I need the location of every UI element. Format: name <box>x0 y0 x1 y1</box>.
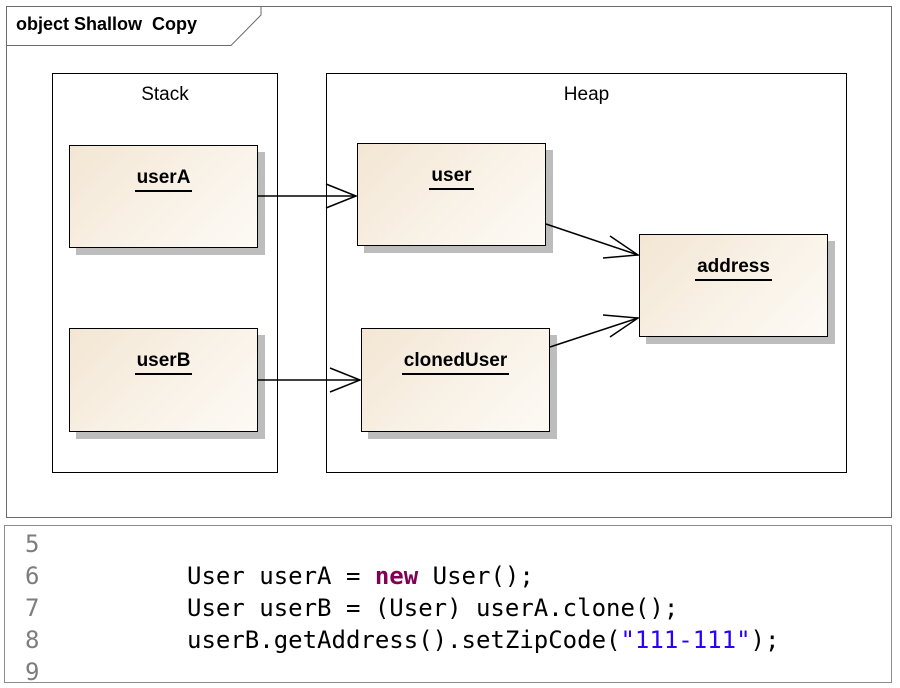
object-user[interactable]: user <box>357 143 546 246</box>
code-string: "111-111" <box>620 626 751 654</box>
code-token: User userB = (User) userA.clone(); <box>187 594 679 622</box>
code-line: 9 <box>5 656 891 688</box>
code-text: User userB = (User) userA.clone(); <box>187 592 678 624</box>
line-number: 8 <box>25 626 40 654</box>
code-token: ); <box>750 626 780 654</box>
object-userB[interactable]: userB <box>69 328 258 432</box>
frame-title-tab <box>6 6 262 46</box>
line-number: 7 <box>25 594 40 622</box>
object-clonedUser-label: clonedUser <box>401 351 510 375</box>
heap-label: Heap <box>563 84 610 105</box>
code-line: 8 userB.getAddress().setZipCode("111-111"… <box>5 624 891 656</box>
object-address-label: address <box>695 257 772 281</box>
code-line: 5 <box>5 528 891 560</box>
code-token: User userA = <box>187 562 375 590</box>
object-address[interactable]: address <box>639 234 828 337</box>
code-token: userB.getAddress().setZipCode( <box>187 626 621 654</box>
code-text: userB.getAddress().setZipCode("111-111")… <box>187 624 779 656</box>
code-panel: 5 6 User userA = new User(); 7 User userB = … <box>4 525 892 686</box>
object-userA[interactable]: userA <box>69 145 258 248</box>
diagram-title: object Shallow Copy <box>16 14 198 34</box>
object-clonedUser[interactable]: clonedUser <box>361 328 550 432</box>
object-userB-label: userB <box>134 351 193 375</box>
line-number: 5 <box>25 530 40 558</box>
object-user-label: user <box>429 166 474 190</box>
code-text: User userA = new User(); <box>187 560 534 592</box>
code-line: 7 User userB = (User) userA.clone(); <box>5 592 891 624</box>
object-userA-label: userA <box>134 168 193 192</box>
line-number: 6 <box>25 562 40 590</box>
code-line: 6 User userA = new User(); <box>5 560 891 592</box>
code-token: User(); <box>418 562 534 590</box>
line-number: 9 <box>25 658 40 686</box>
code-keyword: new <box>374 562 419 590</box>
stack-label: Stack <box>141 84 189 105</box>
